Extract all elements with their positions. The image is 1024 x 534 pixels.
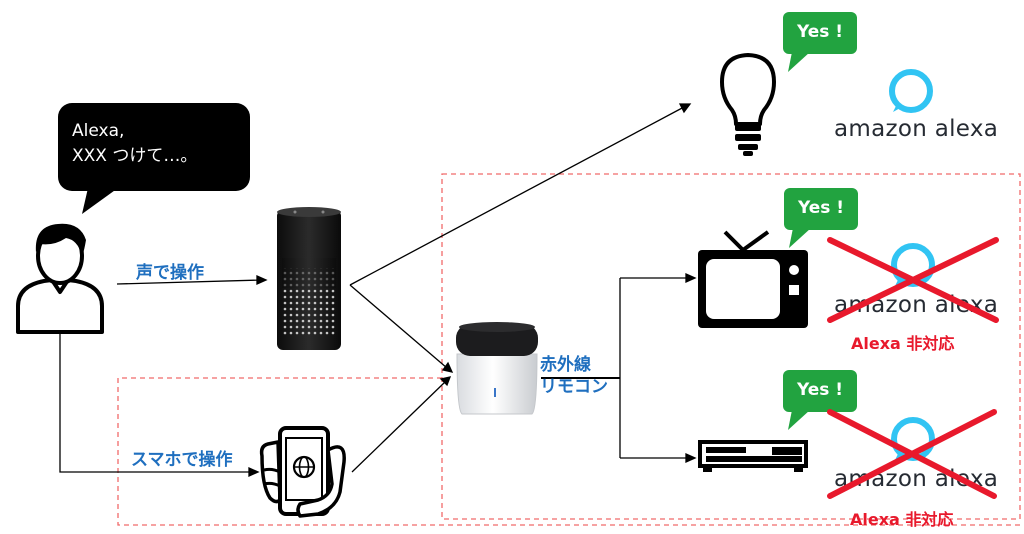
smartphone-box — [117, 377, 1020, 526]
alexa-logo-icon-recorder — [891, 417, 935, 461]
ir-remote-label-line1: 赤外線 — [540, 355, 591, 375]
set-top-box-icon — [698, 440, 808, 472]
tv-unsupported-label: Alexa 非対応 — [851, 334, 955, 353]
tv-icon — [698, 230, 808, 328]
yes-text-bulb: Yes ! — [796, 22, 844, 42]
alexa-wordmark-bulb: amazon alexa — [834, 116, 999, 142]
speech-line-1: Alexa, — [72, 121, 125, 141]
ir-remote-label-line2: リモコン — [540, 377, 608, 397]
alexa-logo-icon — [889, 69, 933, 113]
speech-line-2: XXX つけて…。 — [72, 146, 198, 166]
ir-remote-hub-icon — [456, 322, 538, 415]
alexa-wordmark-tv: amazon alexa — [834, 292, 999, 318]
smartphone-operation-label: スマホで操作 — [131, 450, 233, 470]
person-icon — [16, 223, 104, 334]
alexa-wordmark-recorder: amazon alexa — [834, 466, 999, 492]
connector-lines — [59, 103, 697, 478]
yes-text-recorder: Yes ! — [796, 380, 844, 400]
smartphone-icon — [259, 426, 346, 518]
ir-devices-box — [441, 173, 1021, 520]
recorder-unsupported-label: Alexa 非対応 — [850, 510, 954, 529]
yes-callout-tv — [784, 188, 858, 248]
yes-callout-recorder — [783, 370, 857, 430]
light-bulb-icon — [720, 53, 776, 156]
alexa-logo-icon-tv — [891, 243, 935, 287]
yes-callout-bulb — [783, 12, 857, 72]
yes-text-tv: Yes ! — [797, 198, 845, 218]
echo-speaker-icon — [277, 207, 341, 350]
voice-operation-label: 声で操作 — [136, 263, 204, 283]
speech-bubble — [58, 103, 250, 214]
